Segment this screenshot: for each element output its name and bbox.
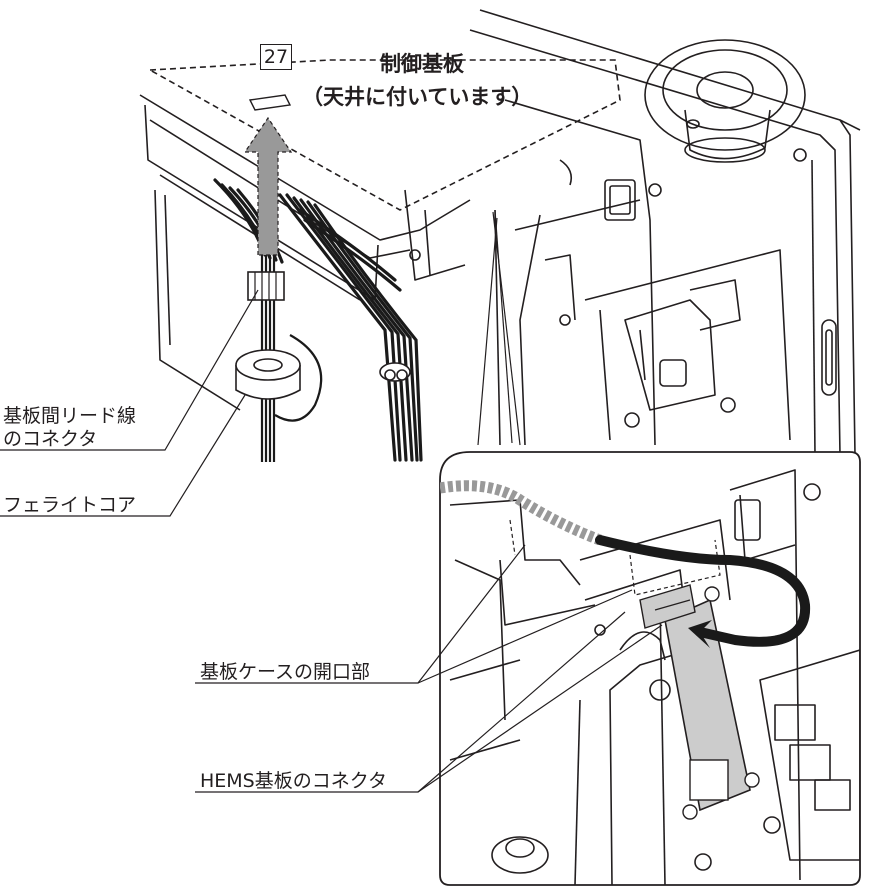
ferrite-core [235, 349, 301, 400]
control-board-note: （天井に付いています） [302, 85, 533, 109]
control-board-title: 制御基板 [380, 52, 464, 76]
connector-pins [254, 272, 277, 300]
control-board-outline [147, 59, 621, 211]
connector-label-line2: のコネクタ [3, 428, 98, 450]
board-slot [248, 94, 292, 111]
zoom-leaders [477, 209, 521, 446]
board-connector [247, 271, 285, 301]
cable-bundle [213, 178, 423, 462]
hems-connector-label: HEMS基板のコネクタ [200, 770, 387, 792]
connector-label-line1: 基板間リード線 [3, 405, 137, 427]
callout-leaders [0, 289, 663, 793]
cable-clamp [379, 362, 411, 382]
ferrite-core-label: フェライトコア [3, 494, 137, 516]
case-opening-label: 基板ケースの開口部 [200, 661, 371, 683]
upward-arrow [243, 116, 293, 256]
hems-board [639, 584, 760, 820]
unit-body [139, 9, 861, 456]
case-opening-outline [509, 519, 721, 596]
step-number-box: 27 [260, 44, 292, 70]
routed-cable [440, 480, 811, 648]
